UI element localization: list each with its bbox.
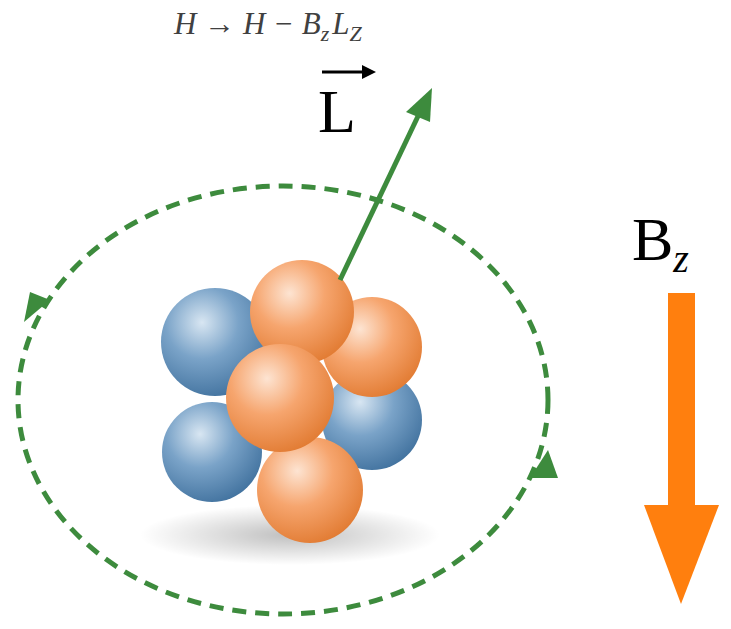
symbol-label: B (632, 205, 673, 273)
symbol-label: L (318, 77, 356, 145)
orbit-arrowhead (530, 450, 558, 478)
vector-accent (322, 71, 366, 74)
symbol-label: L (332, 6, 349, 41)
formula-group: L (318, 80, 356, 142)
vector-arrowhead (406, 88, 432, 122)
formula-group: H → H − BzLZ (174, 8, 362, 45)
field-arrow (668, 293, 695, 507)
subscript: z (321, 21, 330, 46)
orbit-arrowhead (24, 292, 50, 322)
symbol-label: H → H − B (174, 6, 321, 41)
proton (226, 344, 334, 452)
vector-accent-head (362, 65, 376, 79)
field-arrowhead (644, 505, 719, 604)
subscript: Z (349, 21, 361, 46)
proton (257, 437, 363, 543)
formula-group: Bz (632, 208, 689, 279)
orbit (18, 186, 548, 614)
subscript: z (673, 236, 689, 281)
